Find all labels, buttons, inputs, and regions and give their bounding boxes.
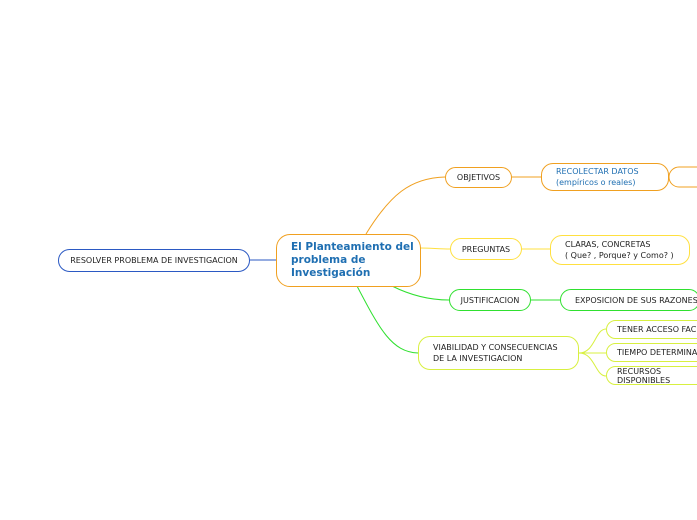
connector-viabilidad-child-3 (578, 352, 607, 377)
connector-justificacion (391, 285, 450, 301)
tener-acceso-label: TENER ACCESO FACIL (617, 325, 697, 334)
recolectar-datos-label: RECOLECTAR DATOS (empíricos o reales) (556, 167, 639, 187)
connector-viabilidad (356, 285, 419, 354)
recursos-disponibles-node[interactable]: RECURSOS DISPONIBLES (606, 366, 697, 385)
claras-concretas-label: CLARAS, CONCRETAS ( Que? , Porque? y Com… (565, 240, 674, 260)
connector-viabilidad-child-1 (578, 328, 607, 354)
central-topic-node[interactable]: El Planteamiento del problema de Investi… (276, 234, 421, 287)
tener-acceso-node[interactable]: TENER ACCESO FACIL (606, 320, 697, 339)
recursos-disponibles-label: RECURSOS DISPONIBLES (617, 366, 671, 385)
justificacion-label: JUSTIFICACION (460, 295, 520, 305)
objetivos-node[interactable]: OBJETIVOS (445, 167, 512, 188)
recolectar-datos-node[interactable]: RECOLECTAR DATOS (empíricos o reales) (541, 163, 669, 191)
justificacion-node[interactable]: JUSTIFICACION (449, 289, 531, 311)
viabilidad-label: VIABILIDAD Y CONSECUENCIAS DE LA INVESTI… (433, 343, 558, 363)
connector-preguntas (419, 247, 451, 250)
left-topic-label: RESOLVER PROBLEMA DE INVESTIGACION (70, 256, 238, 265)
connector-objetivos (365, 176, 446, 235)
offscreen-node (668, 166, 697, 188)
central-topic-label: El Planteamiento del problema de Investi… (291, 241, 414, 279)
preguntas-node[interactable]: PREGUNTAS (450, 238, 522, 260)
objetivos-label: OBJETIVOS (456, 173, 501, 182)
claras-concretas-node[interactable]: CLARAS, CONCRETAS ( Que? , Porque? y Com… (550, 235, 690, 265)
viabilidad-node[interactable]: VIABILIDAD Y CONSECUENCIAS DE LA INVESTI… (418, 336, 579, 370)
tiempo-determinado-node[interactable]: TIEMPO DETERMINADO (606, 343, 697, 362)
exposicion-razones-node[interactable]: EXPOSICION DE SUS RAZONES (560, 289, 697, 311)
tiempo-determinado-label: TIEMPO DETERMINADO (617, 348, 697, 357)
preguntas-label: PREGUNTAS (461, 244, 511, 254)
left-topic-node[interactable]: RESOLVER PROBLEMA DE INVESTIGACION (58, 249, 250, 272)
exposicion-razones-label: EXPOSICION DE SUS RAZONES (575, 295, 697, 305)
